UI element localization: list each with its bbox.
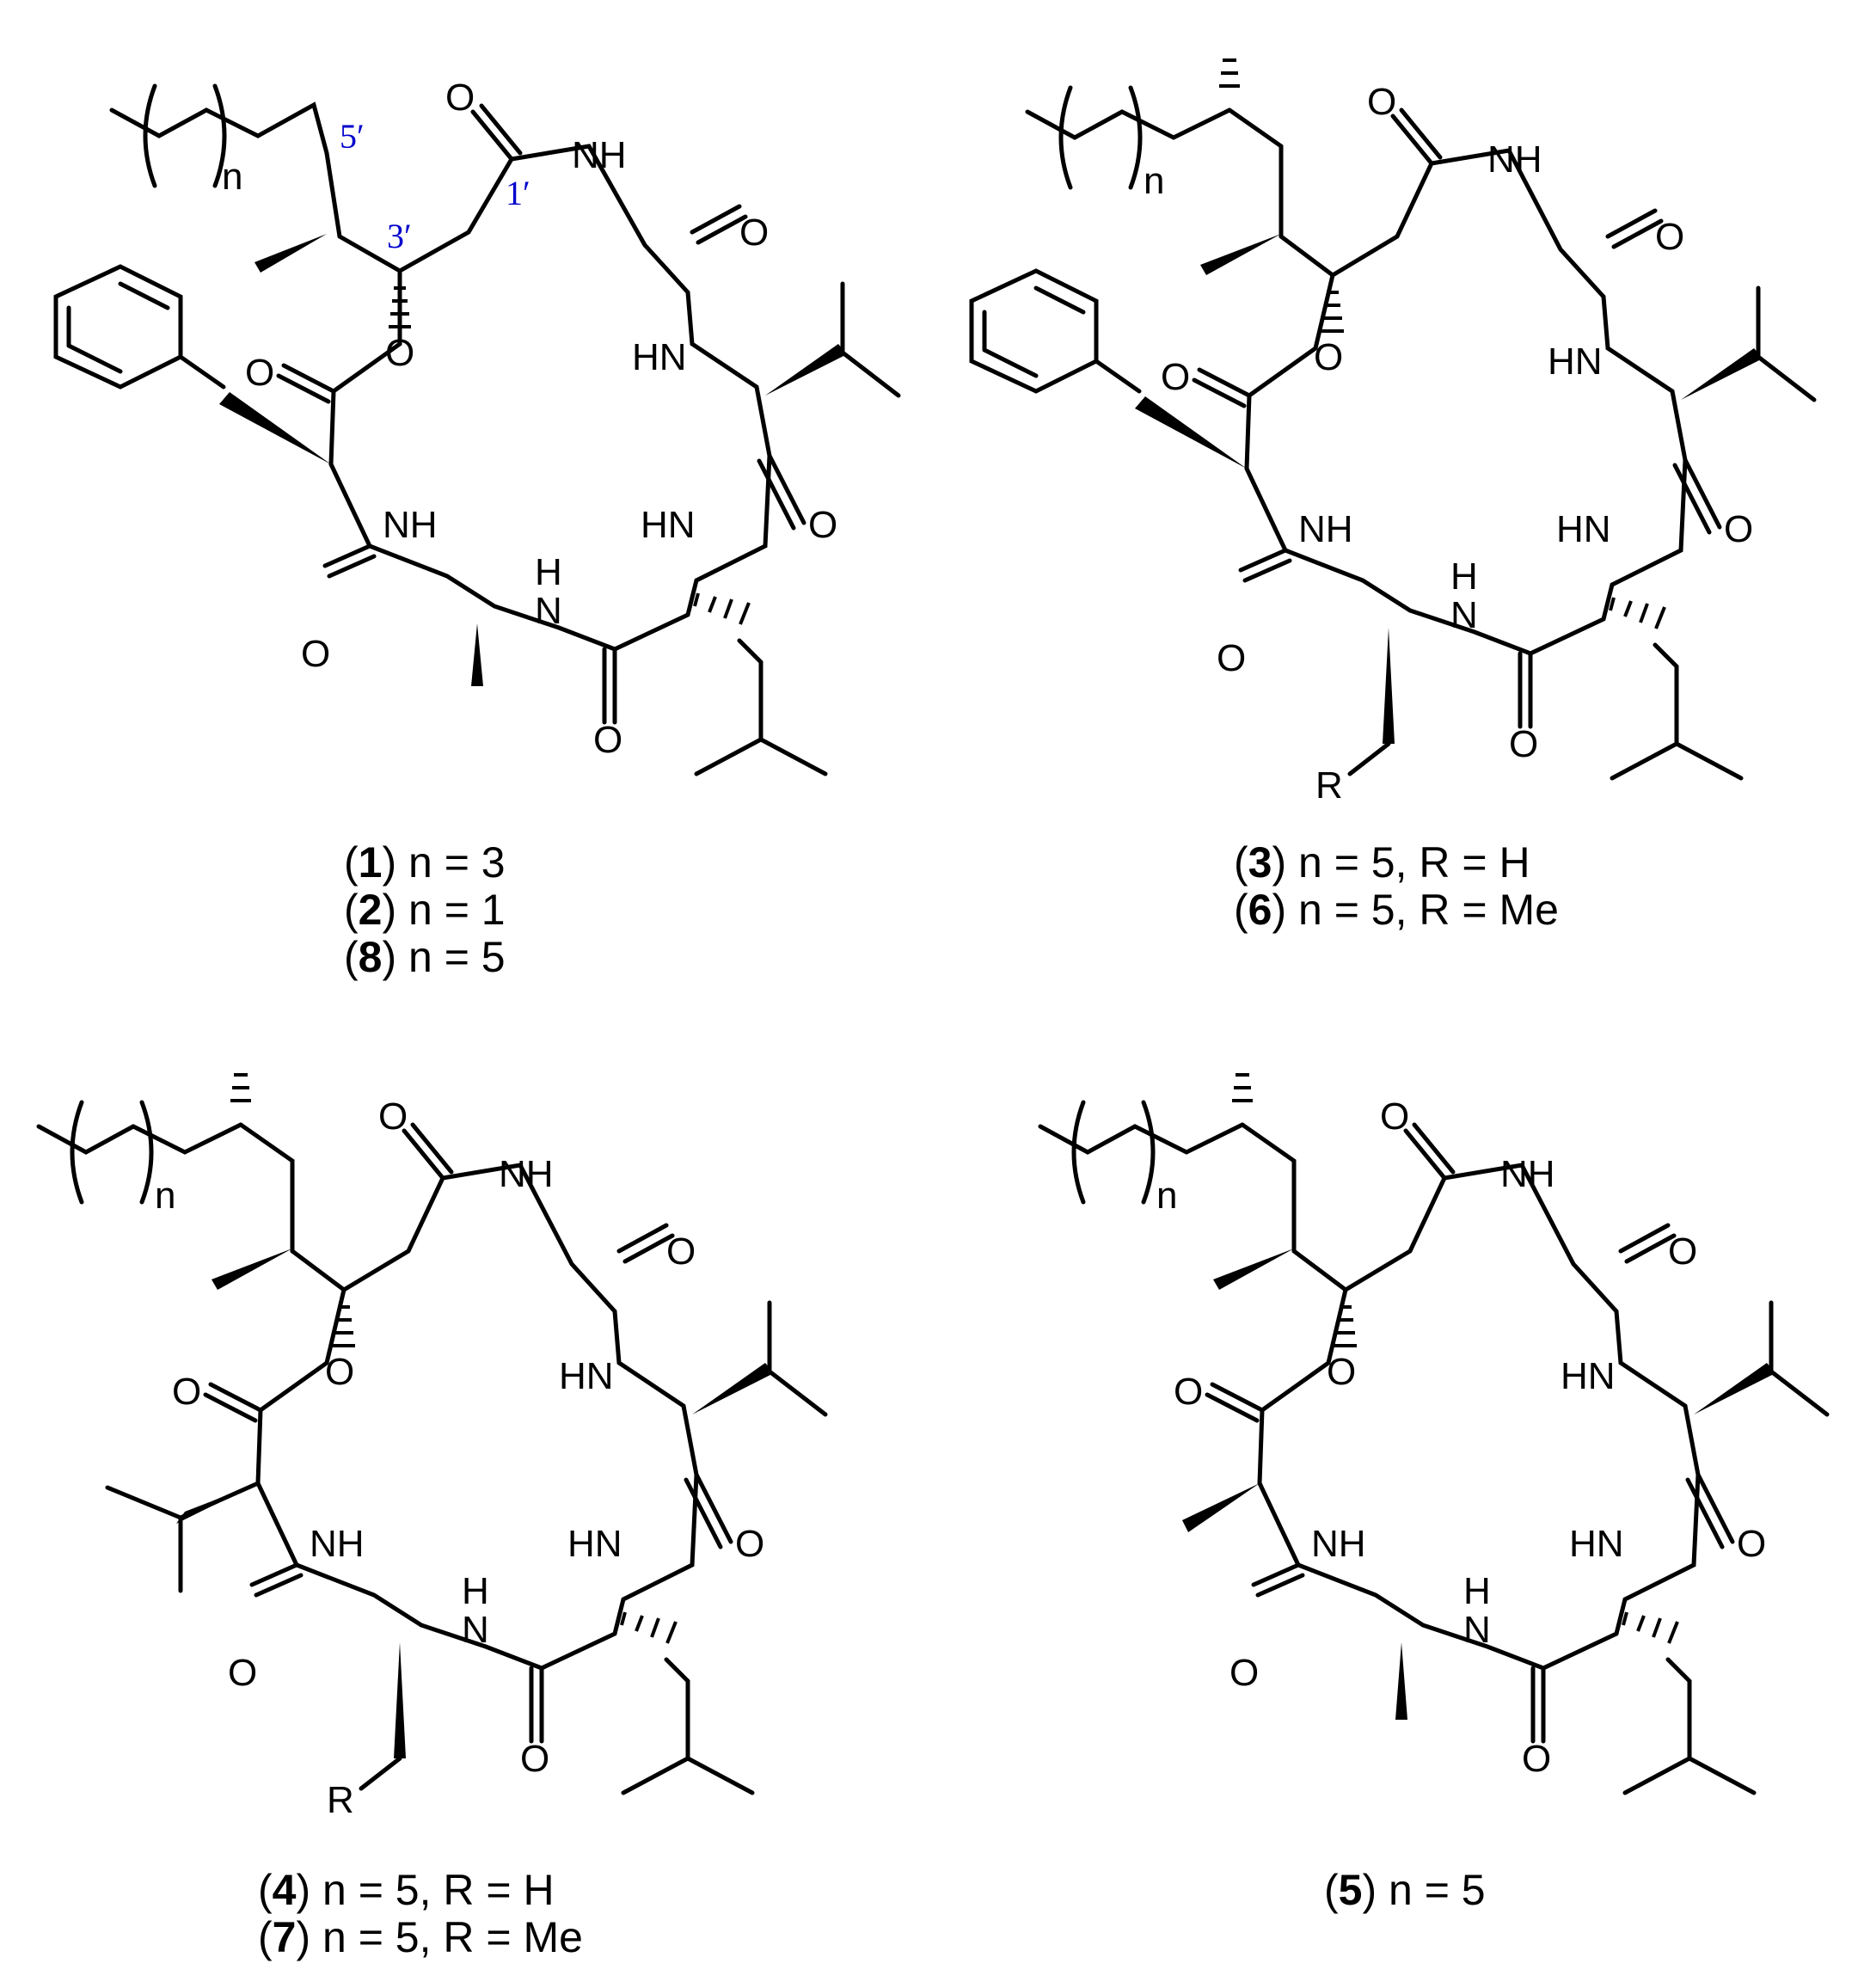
- svg-text:3′: 3′: [387, 217, 412, 255]
- structure-3-bonds: [36, 1100, 828, 1795]
- svg-text:O: O: [301, 633, 330, 675]
- caption-line-2: (2) n = 1: [344, 886, 506, 934]
- svg-text:O: O: [378, 1095, 408, 1138]
- svg-text:NH: NH: [499, 1153, 554, 1195]
- svg-text:O: O: [1217, 637, 1246, 679]
- svg-text:O: O: [1367, 81, 1396, 123]
- svg-text:5′: 5′: [340, 117, 365, 156]
- caption-line-3: (8) n = 5: [344, 933, 506, 981]
- svg-text:O: O: [666, 1230, 696, 1273]
- svg-text:HN: HN: [1548, 341, 1603, 383]
- svg-text:O: O: [172, 1371, 201, 1413]
- svg-text:HN: HN: [1569, 1523, 1624, 1565]
- svg-text:O: O: [1174, 1371, 1203, 1413]
- caption-line-2: (6) n = 5, R = Me: [1234, 886, 1559, 934]
- structure-4-hashes: [1232, 1073, 1679, 1644]
- structure-1-hashes: [389, 286, 751, 625]
- structure-3-caption: (4) n = 5, R = H (7) n = 5, R = Me: [258, 1866, 583, 1961]
- caption-line-1: (4) n = 5, R = H: [258, 1866, 555, 1914]
- structure-2-bonds: [969, 85, 1817, 781]
- svg-text:H: H: [462, 1570, 489, 1612]
- svg-text:O: O: [735, 1523, 764, 1565]
- structure-1-atom-labels: O NH O O O HN NH HN O H N O O n: [222, 77, 837, 761]
- svg-text:O: O: [228, 1652, 257, 1694]
- structure-3-wedges: [176, 1249, 774, 1758]
- svg-text:O: O: [1380, 1095, 1409, 1138]
- svg-text:N: N: [1463, 1609, 1491, 1651]
- structure-1: O NH O O O HN NH HN O H N O O n 5′ 3′ 1′…: [53, 77, 901, 981]
- svg-text:HN: HN: [1556, 508, 1611, 550]
- svg-text:n: n: [1144, 160, 1164, 202]
- svg-text:HN: HN: [641, 504, 696, 546]
- caption-line-2: (7) n = 5, R = Me: [258, 1913, 583, 1961]
- svg-text:O: O: [520, 1738, 549, 1780]
- caption-line-1: (3) n = 5, R = H: [1234, 838, 1530, 887]
- svg-text:N: N: [1450, 594, 1478, 636]
- structure-1-caption: (1) n = 3 (2) n = 1 (8) n = 5: [344, 838, 506, 981]
- svg-text:O: O: [245, 352, 274, 394]
- svg-text:N: N: [535, 590, 562, 632]
- svg-text:O: O: [1509, 723, 1538, 765]
- svg-text:NH: NH: [310, 1523, 365, 1565]
- svg-text:O: O: [1655, 216, 1684, 258]
- svg-text:n: n: [155, 1175, 175, 1217]
- svg-text:O: O: [445, 77, 475, 119]
- svg-text:n: n: [222, 156, 242, 198]
- structure-2-wedges: [1135, 234, 1763, 744]
- svg-text:H: H: [535, 551, 562, 593]
- svg-text:O: O: [1724, 508, 1753, 550]
- structure-3-hashes: [230, 1073, 678, 1644]
- svg-text:H: H: [1450, 555, 1478, 598]
- structure-2-atom-labels: O NH O O O HN NH HN O H N O O R n: [1144, 81, 1753, 807]
- structure-3-atom-labels: O NH O O O HN NH HN O H N O O R n: [155, 1095, 764, 1821]
- structure-2: O NH O O O HN NH HN O H N O O R n (3) n …: [969, 58, 1817, 934]
- svg-text:O: O: [1668, 1230, 1697, 1273]
- svg-text:HN: HN: [1561, 1355, 1616, 1397]
- svg-text:O: O: [1737, 1523, 1766, 1565]
- structure-1-bonds: [53, 83, 901, 776]
- svg-text:NH: NH: [572, 134, 627, 176]
- structure-4-bonds: [1038, 1100, 1830, 1795]
- caption-line-1: (5) n = 5: [1324, 1866, 1486, 1914]
- svg-text:R: R: [327, 1779, 354, 1821]
- structure-4-atom-labels: O NH O O O HN NH HN O H N O O n: [1156, 1095, 1766, 1780]
- svg-text:O: O: [385, 332, 414, 374]
- svg-text:NH: NH: [383, 504, 438, 546]
- svg-text:O: O: [325, 1351, 354, 1393]
- svg-text:O: O: [808, 504, 837, 546]
- svg-text:NH: NH: [1311, 1523, 1366, 1565]
- svg-text:O: O: [1229, 1652, 1259, 1694]
- svg-text:O: O: [1327, 1351, 1356, 1393]
- svg-text:H: H: [1463, 1570, 1491, 1612]
- structure-1-position-labels: 5′ 3′ 1′: [340, 117, 530, 255]
- svg-text:HN: HN: [567, 1523, 622, 1565]
- caption-line-1: (1) n = 3: [344, 838, 506, 887]
- svg-text:NH: NH: [1487, 138, 1542, 181]
- structure-2-hashes: [1219, 58, 1666, 629]
- svg-text:NH: NH: [1500, 1153, 1555, 1195]
- structure-4: O NH O O O HN NH HN O H N O O n (5) n = …: [1038, 1073, 1830, 1914]
- svg-text:1′: 1′: [506, 174, 530, 212]
- svg-text:R: R: [1315, 764, 1343, 807]
- svg-text:NH: NH: [1298, 508, 1353, 550]
- svg-text:O: O: [1161, 356, 1190, 398]
- structure-1-wedges: [219, 234, 847, 686]
- structure-4-wedges: [1182, 1249, 1775, 1720]
- structure-2-caption: (3) n = 5, R = H (6) n = 5, R = Me: [1234, 838, 1559, 934]
- svg-text:HN: HN: [632, 336, 687, 378]
- svg-text:O: O: [593, 719, 622, 761]
- structure-3: O NH O O O HN NH HN O H N O O R n (4) n …: [36, 1073, 828, 1961]
- svg-text:O: O: [1522, 1738, 1551, 1780]
- svg-text:O: O: [1314, 336, 1343, 378]
- svg-text:HN: HN: [559, 1355, 614, 1397]
- svg-text:O: O: [739, 212, 769, 254]
- structure-4-caption: (5) n = 5: [1324, 1866, 1486, 1914]
- svg-text:N: N: [462, 1609, 489, 1651]
- svg-text:n: n: [1156, 1175, 1177, 1217]
